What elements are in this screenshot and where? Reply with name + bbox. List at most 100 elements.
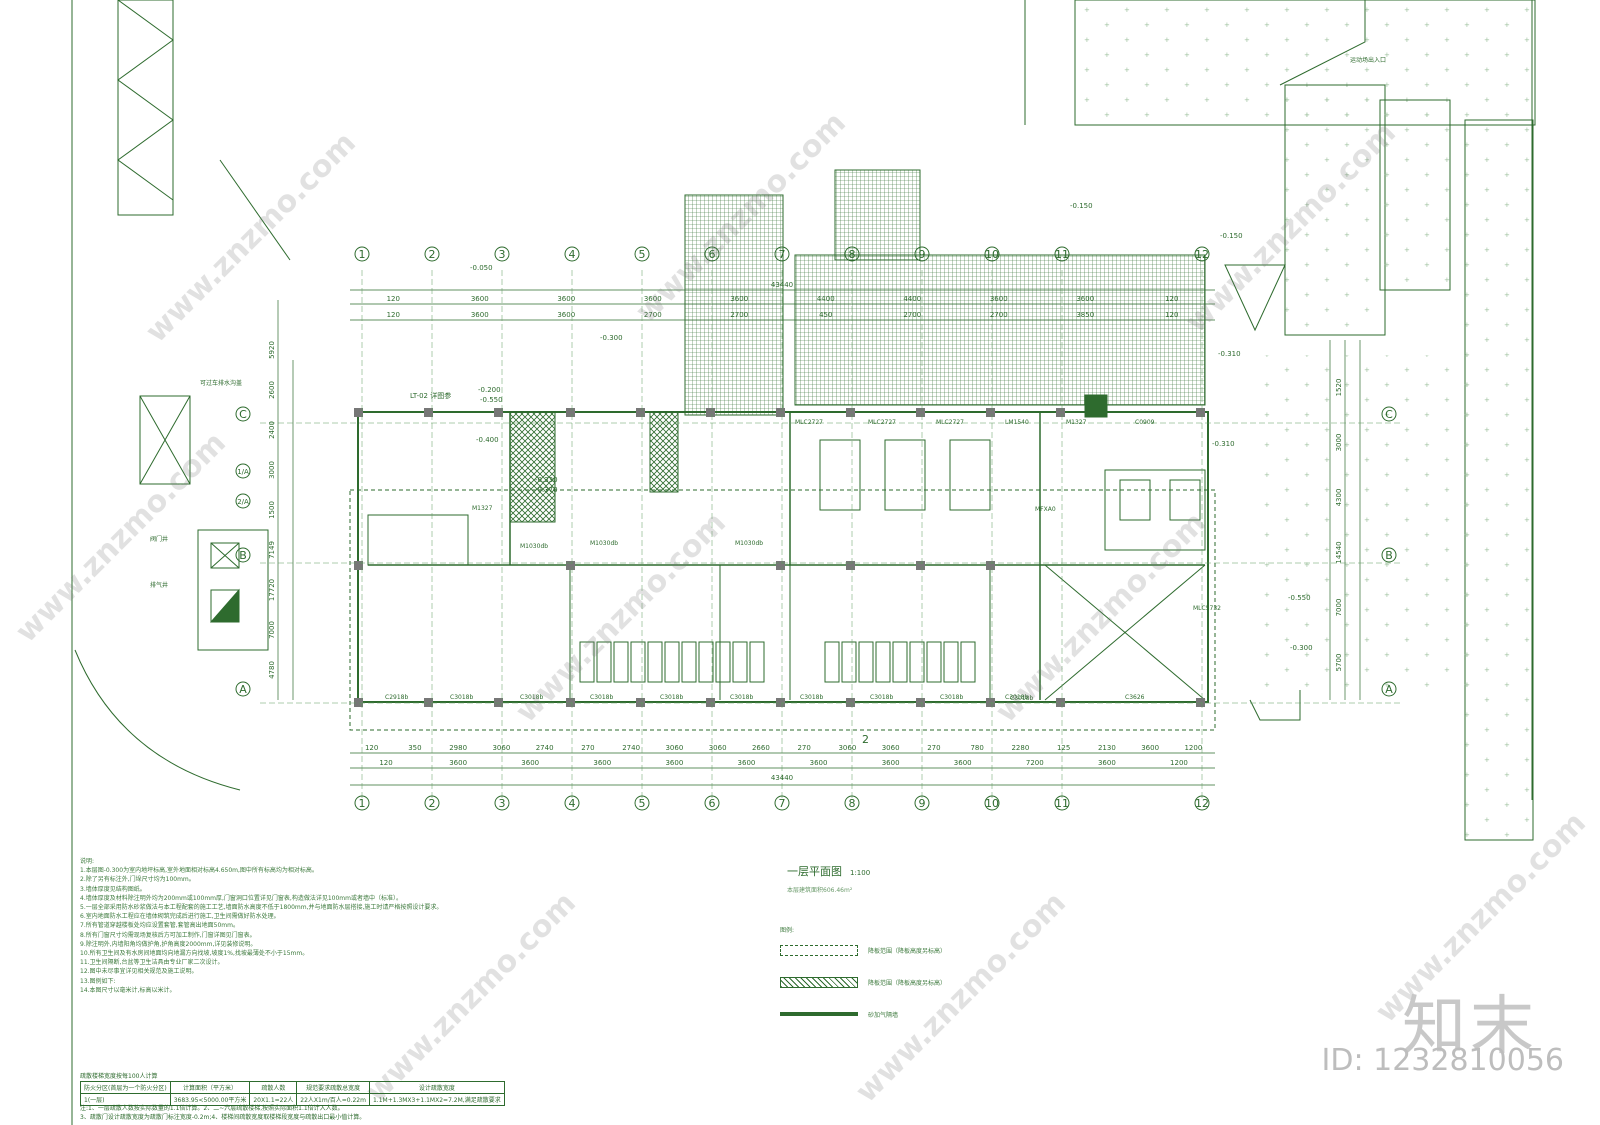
bike-shed <box>117 0 174 216</box>
note-line: 8.所有门窗尺寸均需现场复核后方可加工制作,门窗详图见门窗表。 <box>80 931 256 939</box>
grid-label: 1/A <box>237 468 249 476</box>
dimension-text: 1200 <box>1170 759 1188 767</box>
dimension-text: 2700 <box>903 311 921 319</box>
dimension-text: 3600 <box>644 295 662 303</box>
grid-bubble <box>634 246 650 262</box>
dimension-text: 3600 <box>882 759 900 767</box>
grid-label: B <box>239 549 247 562</box>
legend: 图例: 降板范围（降板高度另标高） 降板范围（降板高度另标高） 砂加气隔墙 <box>780 925 946 1030</box>
dimension-text: 270 <box>927 744 940 752</box>
dimension-text: 120 <box>379 759 392 767</box>
grid-label: A <box>239 683 247 696</box>
grid-label: 9 <box>919 797 926 810</box>
dimension-text: 120 <box>1165 311 1178 319</box>
grid-label: 2 <box>429 248 436 261</box>
drawing-title: 一层平面图 <box>787 865 842 878</box>
grid-label: 2/A <box>237 498 249 506</box>
door-window-tag: C3018b <box>800 694 823 701</box>
grid-bubble <box>354 795 370 811</box>
drain-cover-label: 可过车排水沟盖 <box>200 379 242 387</box>
note-line: 7.所有管道穿越楼板处均应设置套管,套管高出地面50mm。 <box>80 922 239 930</box>
dimension-text: 3600 <box>810 759 828 767</box>
grid-bubble <box>424 795 440 811</box>
level-mark: -0.550 <box>480 396 503 404</box>
grid-bubble <box>914 246 930 262</box>
grid-bubble <box>704 246 720 262</box>
total-dimension-top: 43440 <box>771 281 793 289</box>
calc-note: 注:1、一层疏散人数按实际数量的1.1倍计算。2、二~六层疏散楼梯,按照实际面积… <box>80 1105 344 1112</box>
door-window-tag: C3018b <box>590 694 613 701</box>
level-mark: -0.150 <box>1070 202 1093 210</box>
grid-label: 4 <box>569 797 576 810</box>
grid-label: B <box>1385 549 1393 562</box>
calc-header: 设计疏散宽度 <box>368 1081 505 1094</box>
door-window-tag: C3018b <box>1010 695 1033 702</box>
grid-label: 12 <box>1195 248 1209 261</box>
dimension-text: 450 <box>819 311 832 319</box>
grid-label: 7 <box>779 797 786 810</box>
dimension-text: 3600 <box>557 295 575 303</box>
legend-item: 降板范围（降板高度另标高） <box>780 966 946 998</box>
dimension-text: 1520 <box>1335 379 1343 397</box>
dimension-text: 4780 <box>268 661 276 679</box>
calc-header: 计算面积（平方米） <box>169 1081 251 1094</box>
door-window-tag: M1327 <box>1066 419 1087 426</box>
dimension-text: 3600 <box>1141 744 1159 752</box>
valve-well-label: 阀门井 <box>150 535 168 543</box>
grid-label: 2 <box>429 797 436 810</box>
grid-label: 3 <box>499 248 506 261</box>
grid-label: 10 <box>985 797 999 810</box>
grid-label: 1 <box>359 797 366 810</box>
dimension-text: 3600 <box>521 759 539 767</box>
door-window-tag: C3018b <box>450 694 473 701</box>
calc-notes: 注:1、一层疏散人数按实际数量的1.1倍计算。2、二~六层疏散楼梯,按照实际面积… <box>80 1104 365 1122</box>
dimension-text: 3600 <box>593 759 611 767</box>
door-window-tag: MFXA0 <box>1035 506 1056 513</box>
grid-bubble <box>774 795 790 811</box>
dimension-text: 7149 <box>268 541 276 559</box>
calc-header: 疏散人数 <box>249 1081 298 1094</box>
dimension-text: 2600 <box>268 381 276 399</box>
note-line: 5.一层全部采用防水砂浆做法与本工程配套的施工工艺,墙面防水高度不低于1800m… <box>80 904 443 912</box>
floor-area: 本层建筑面积606.46m² <box>787 887 853 894</box>
dimension-text: 780 <box>970 744 983 752</box>
level-mark: -0.310 <box>1218 350 1241 358</box>
grid-bubble <box>1194 246 1210 262</box>
image-id: ID: 1232810056 <box>1321 1043 1564 1078</box>
legend-label: 降板范围（降板高度另标高） <box>868 979 947 987</box>
dimension-text: 3600 <box>471 311 489 319</box>
dimension-text: 3600 <box>738 759 756 767</box>
grid-bubble <box>564 246 580 262</box>
dimension-text: 3060 <box>492 744 510 752</box>
dimension-text: 4300 <box>1335 489 1343 507</box>
note-line: 13.图例如下: <box>80 977 116 985</box>
evacuation-calc-table: 防火分区(首层为一个防火分区) 计算面积（平方米） 疏散人数 规范要求疏散总宽度… <box>80 1081 505 1106</box>
note-line: 说明: <box>80 858 95 865</box>
table-row: 1(一层) 3683.95<5000.00平方米 20X1.1=22人 22人X… <box>80 1093 505 1106</box>
note-line: 11.卫生间隔断,台盆等卫生洁具由专业厂家二次设计。 <box>80 959 224 967</box>
grid-bubble <box>235 681 251 697</box>
dimension-text: 3850 <box>1076 311 1094 319</box>
grid-label: 11 <box>1055 797 1069 810</box>
dimension-text: 2740 <box>622 744 640 752</box>
door-window-tag: C3018b <box>660 694 683 701</box>
dimension-text: 2130 <box>1098 744 1116 752</box>
legend-label: 降板范围（降板高度另标高） <box>868 947 947 955</box>
section-mark: 2 <box>862 733 869 746</box>
door-window-tag: C3018b <box>940 694 963 701</box>
dimension-text: 120 <box>387 311 400 319</box>
door-window-tag: MLC5732 <box>1193 605 1221 612</box>
grid-label: 3 <box>499 797 506 810</box>
grid-label: 1 <box>359 248 366 261</box>
exterior-entrance-label: 运动场出入口 <box>1350 56 1386 64</box>
dimension-text: 3060 <box>838 744 856 752</box>
total-dimension: 43440 <box>771 774 793 782</box>
note-line: 3.墙体厚度见结构图纸。 <box>80 885 146 893</box>
door-window-tag: LM1540 <box>1005 419 1029 426</box>
calc-note: 3、疏散门设计疏散宽度为疏散门标注宽度-0.2m;4、楼梯间疏散宽度取楼梯段宽度… <box>80 1114 366 1121</box>
grid-label: 4 <box>569 248 576 261</box>
grid-bubble <box>984 246 1000 262</box>
dimension-text: 2700 <box>730 311 748 319</box>
legend-label: 砂加气隔墙 <box>868 1011 899 1019</box>
